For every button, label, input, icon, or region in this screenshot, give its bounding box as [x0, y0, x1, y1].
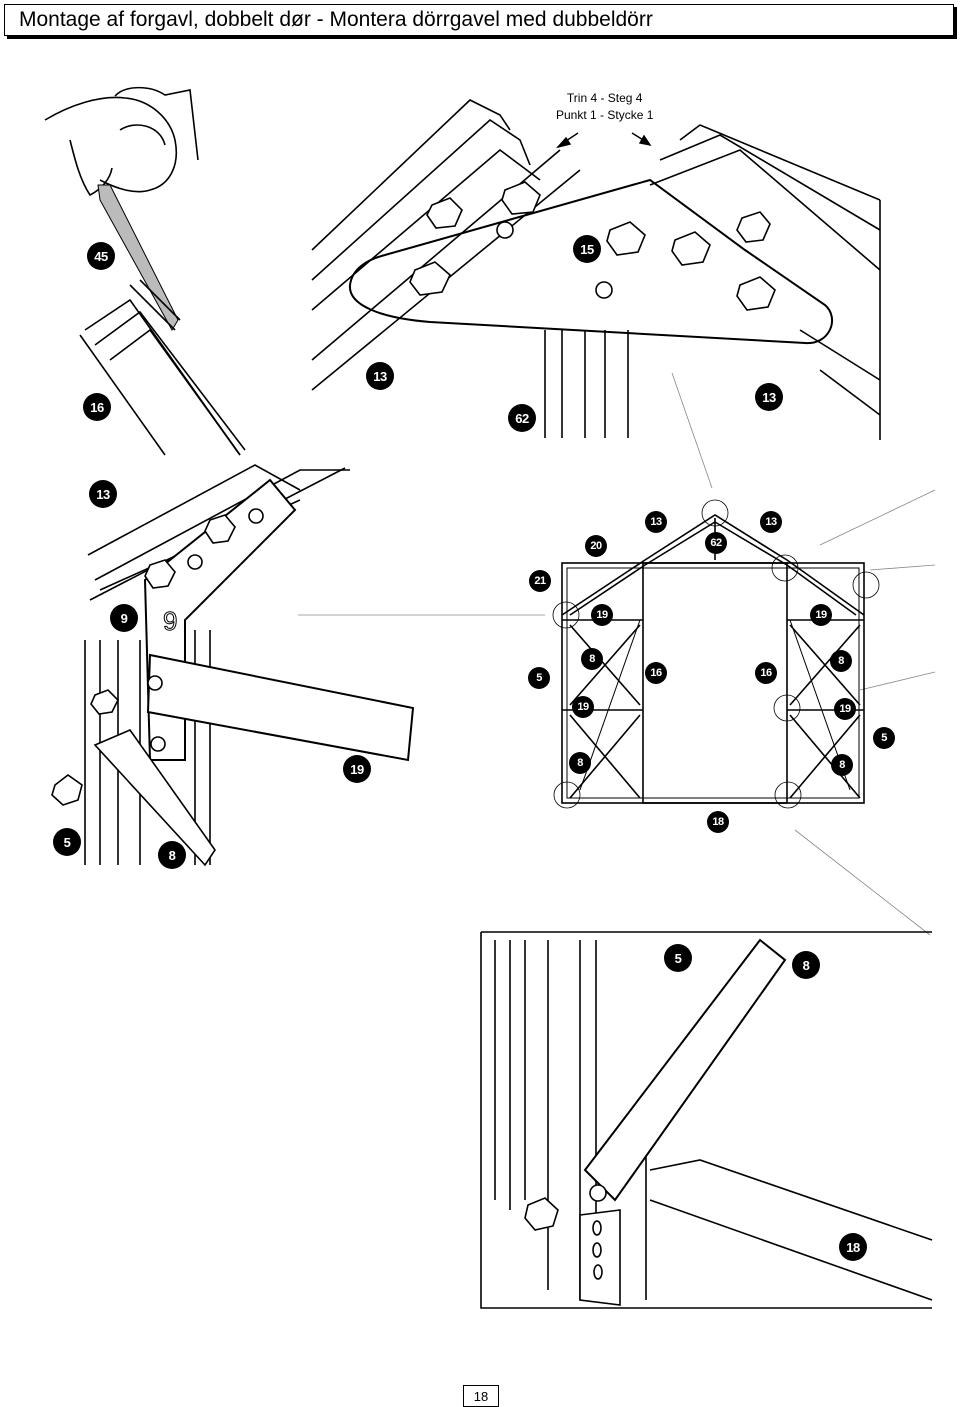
- part-badge-16: 16: [645, 662, 667, 684]
- part-badge-8: 8: [581, 648, 603, 670]
- page-title: Montage af forgavl, dobbelt dør - Monter…: [19, 8, 653, 31]
- part-badge-15: 15: [573, 235, 601, 263]
- part-badge-20: 20: [585, 535, 607, 557]
- part-badge-8: 8: [158, 841, 186, 869]
- title-bar: Montage af forgavl, dobbelt dør - Monter…: [4, 4, 954, 36]
- part-badge-5: 5: [873, 727, 895, 749]
- part-badge-8: 8: [831, 754, 853, 776]
- part-badge-8: 8: [569, 752, 591, 774]
- part-badge-16: 16: [755, 662, 777, 684]
- part-badge-45: 45: [87, 242, 115, 270]
- detail-leader-lines: [298, 372, 936, 936]
- part-badge-5: 5: [528, 667, 550, 689]
- part-badge-62: 62: [508, 404, 536, 432]
- instruction-arrows: [555, 132, 652, 149]
- svg-text:9: 9: [163, 606, 177, 636]
- part-badge-19: 19: [572, 696, 594, 718]
- step-instruction: Trin 4 - Steg 4 Punkt 1 - Stycke 1: [556, 90, 653, 124]
- point-label: Punkt 1 - Stycke 1: [556, 108, 654, 122]
- corner-bracket-illustration: 9: [51, 464, 415, 867]
- part-badge-62: 62: [705, 532, 727, 554]
- part-badge-8: 8: [792, 951, 820, 979]
- gable-top-plate-illustration: [311, 99, 881, 440]
- sealant-application-illustration: [44, 86, 246, 456]
- step-label: Trin 4 - Steg 4: [566, 91, 643, 105]
- part-badge-9: 9: [110, 604, 138, 632]
- part-badge-13: 13: [366, 362, 394, 390]
- part-badge-13: 13: [89, 480, 117, 508]
- part-badge-18: 18: [707, 811, 729, 833]
- part-badge-8: 8: [830, 650, 852, 672]
- part-badge-13: 13: [760, 511, 782, 533]
- lower-corner-detail-illustration: [480, 931, 933, 1309]
- part-badge-13: 13: [755, 383, 783, 411]
- page-number: 18: [463, 1385, 499, 1407]
- part-badge-16: 16: [83, 393, 111, 421]
- part-badge-13: 13: [645, 511, 667, 533]
- part-badge-19: 19: [810, 604, 832, 626]
- part-badge-19: 19: [591, 604, 613, 626]
- part-badge-5: 5: [664, 944, 692, 972]
- part-badge-21: 21: [529, 570, 551, 592]
- part-badge-5: 5: [53, 828, 81, 856]
- part-badge-18: 18: [839, 1233, 867, 1261]
- part-badge-19: 19: [834, 698, 856, 720]
- part-badge-19: 19: [343, 755, 371, 783]
